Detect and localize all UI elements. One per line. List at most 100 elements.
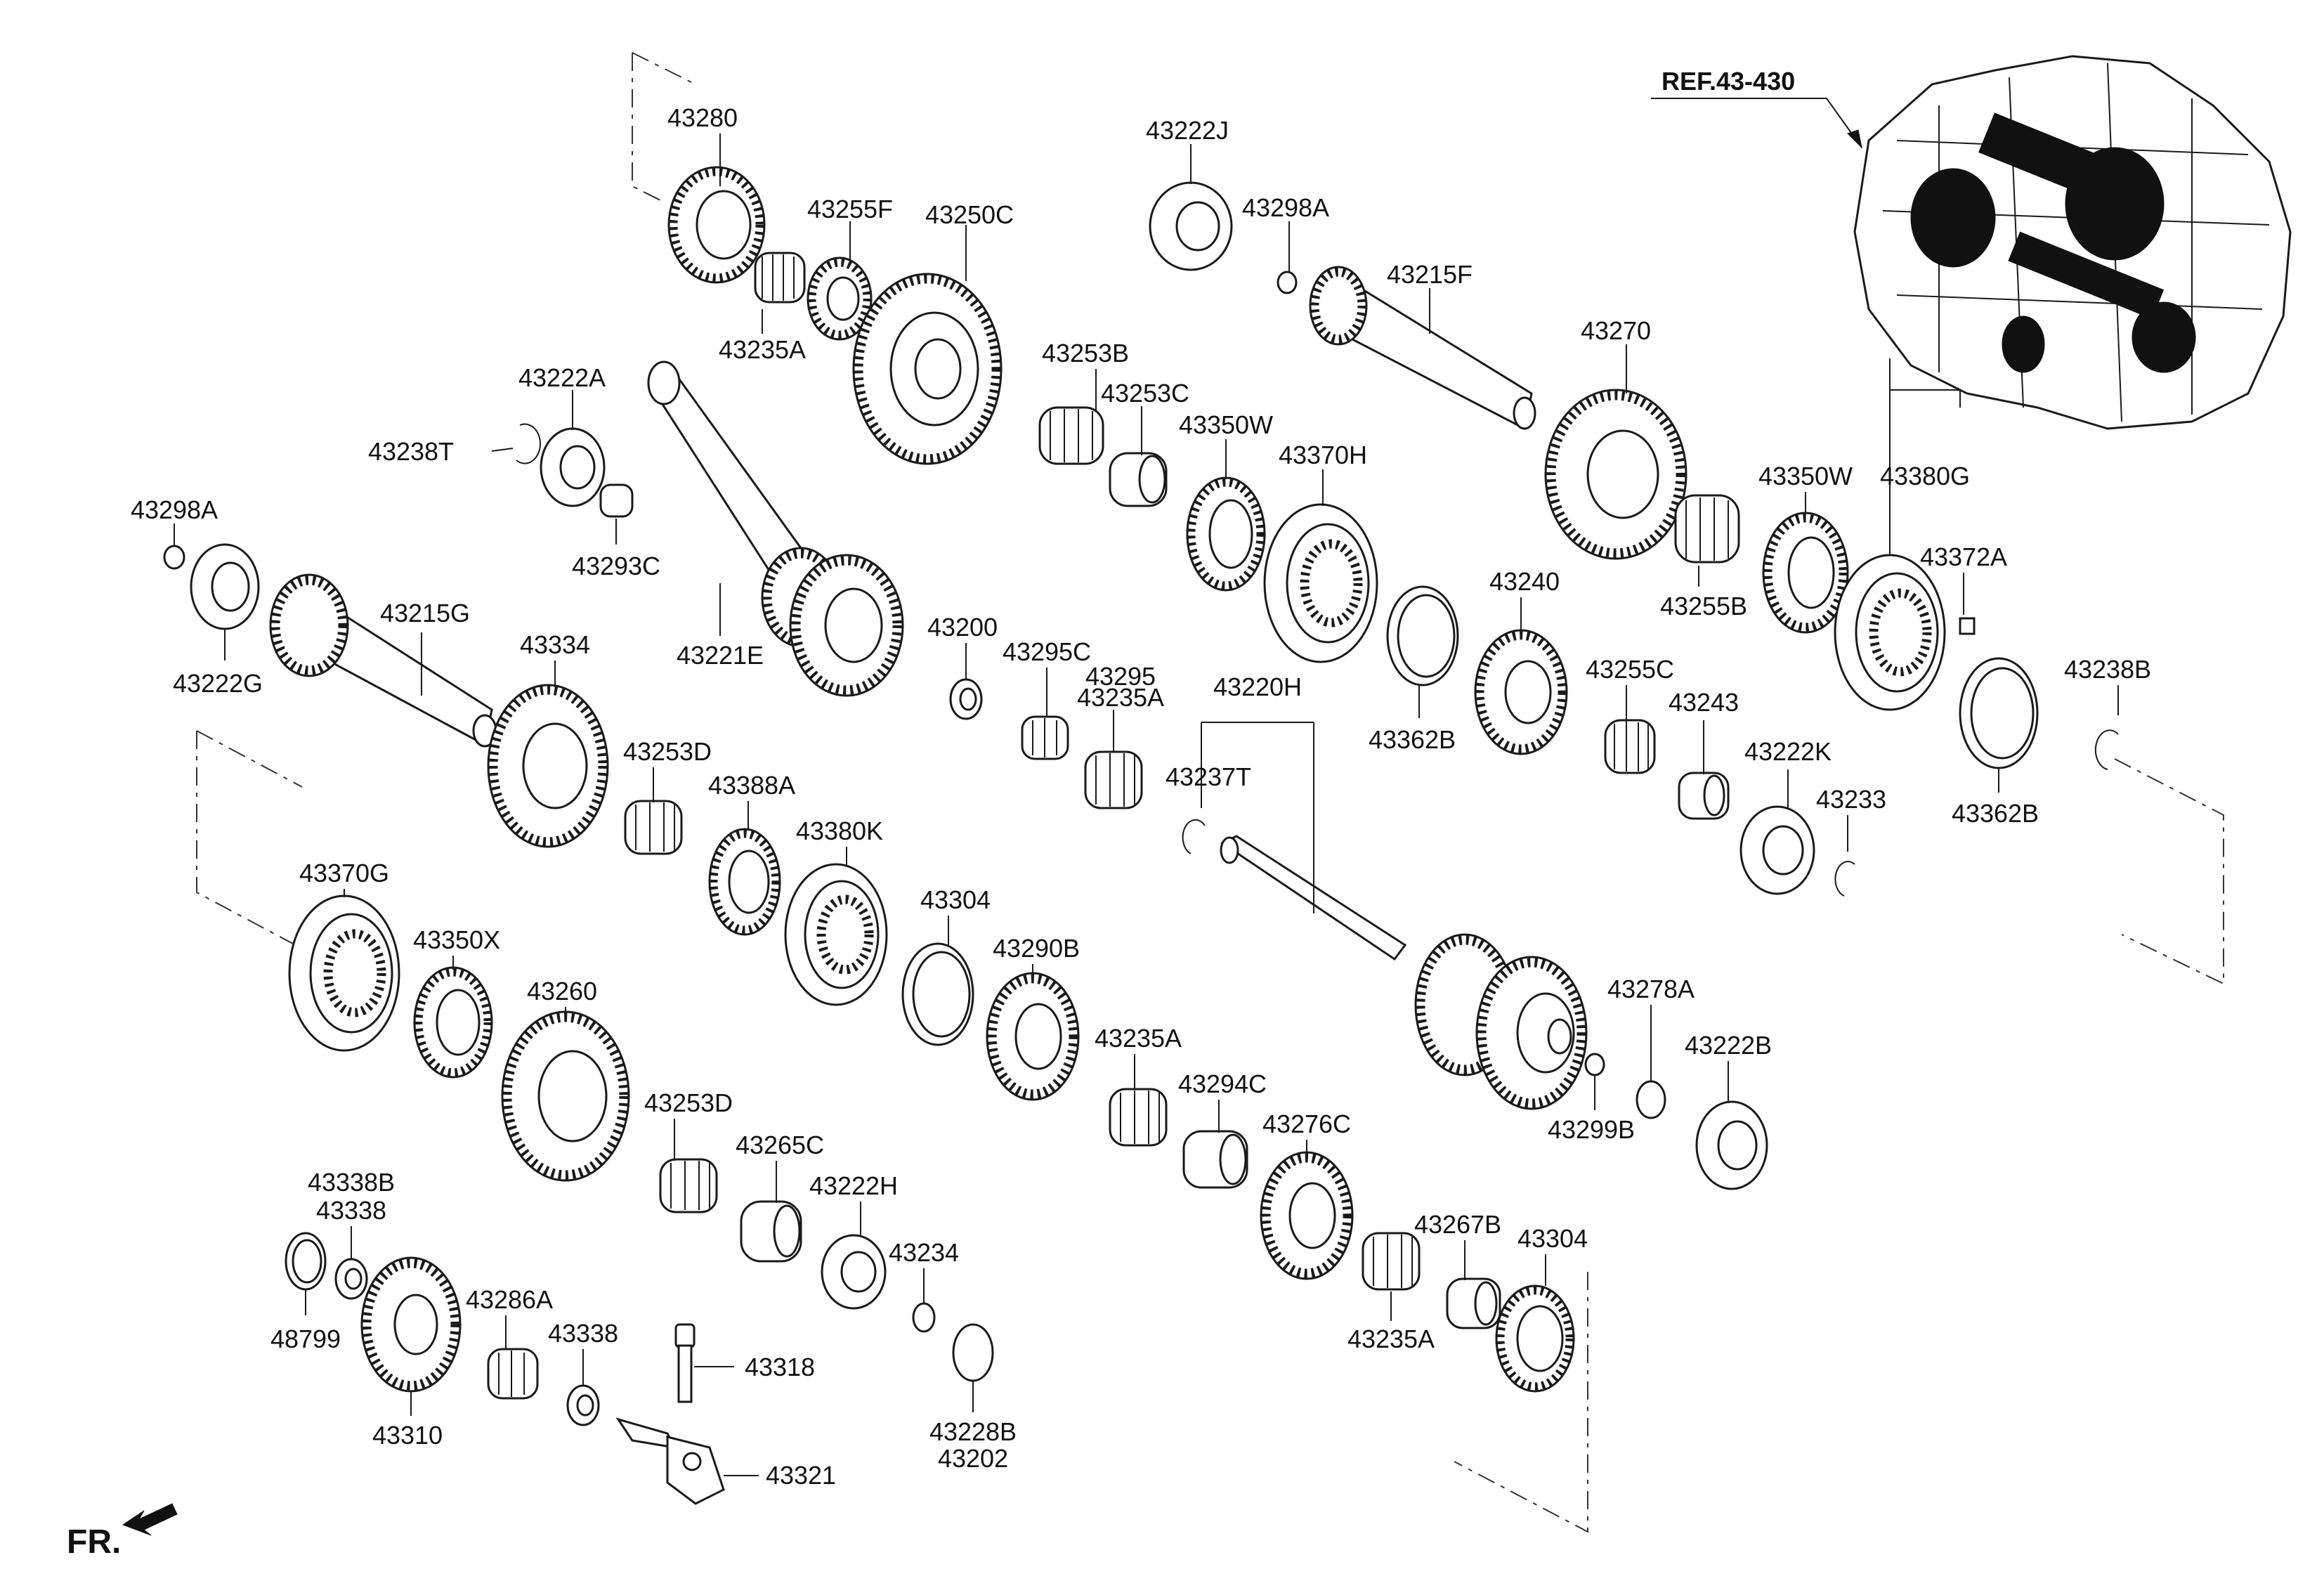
part-labels: 43280 43255F 43250C 43235A 43222J 43298A… xyxy=(131,103,2151,1490)
part-43243-bushing xyxy=(1678,772,1730,820)
front-direction-arrow-icon xyxy=(122,1503,178,1536)
label-43299B: 43299B xyxy=(1548,1115,1635,1144)
label-43338-top: 43338 xyxy=(316,1196,386,1225)
part-43294C-bushing xyxy=(1182,1130,1248,1189)
part-43293C-bearing xyxy=(599,483,634,518)
part-43338-seal-low xyxy=(566,1384,600,1426)
label-43253C: 43253C xyxy=(1101,379,1189,408)
label-43234: 43234 xyxy=(889,1238,959,1267)
label-43334: 43334 xyxy=(520,630,590,659)
label-43221E: 43221E xyxy=(677,641,764,670)
label-43255F: 43255F xyxy=(807,195,893,223)
label-43338-low: 43338 xyxy=(548,1319,618,1348)
front-direction-label: FR. xyxy=(67,1523,121,1561)
part-43253D-bearing-low xyxy=(659,1158,718,1213)
label-43278A: 43278A xyxy=(1607,975,1695,1003)
label-43215F: 43215F xyxy=(1387,260,1473,289)
label-43270: 43270 xyxy=(1581,316,1651,345)
part-48799-o-ring xyxy=(285,1232,327,1291)
label-43304-mid: 43304 xyxy=(920,885,991,914)
part-43388A-ring xyxy=(708,828,781,936)
label-43304-low: 43304 xyxy=(1517,1224,1588,1253)
part-43350W-synchro-ring-mid xyxy=(1186,476,1266,592)
part-43276C-gear xyxy=(1260,1151,1354,1280)
part-43265C-bushing xyxy=(740,1200,802,1263)
ref-leader-line xyxy=(1651,98,1862,148)
label-43222A: 43222A xyxy=(518,363,606,392)
part-43253B-bearing xyxy=(1038,406,1104,465)
label-43250C: 43250C xyxy=(925,200,1014,229)
part-43235A-bearing-low xyxy=(1109,1088,1168,1147)
part-43200-seal xyxy=(949,678,983,720)
label-43370G: 43370G xyxy=(299,859,389,887)
label-43260: 43260 xyxy=(527,977,597,1005)
part-43278A-ring xyxy=(1636,1080,1666,1119)
label-43295C: 43295C xyxy=(1003,637,1091,666)
part-43310-gear xyxy=(360,1256,462,1393)
label-43200: 43200 xyxy=(927,613,998,642)
label-43222B: 43222B xyxy=(1685,1031,1772,1060)
part-43228B-ring xyxy=(952,1323,994,1382)
part-43250C-gear xyxy=(852,273,1003,465)
ref-label: REF.43-430 xyxy=(1662,67,1795,96)
label-43235A-bottom: 43235A xyxy=(1347,1325,1435,1353)
label-43298A-left: 43298A xyxy=(131,495,218,524)
part-43235A-bearing-top xyxy=(754,252,806,304)
part-43255C-bearing xyxy=(1604,719,1656,774)
label-43321: 43321 xyxy=(766,1461,836,1490)
part-43222J-bearing xyxy=(1149,181,1233,271)
part-43338-seal-top xyxy=(334,1258,368,1300)
part-43380G-sleeve xyxy=(1834,554,1946,711)
label-43293C: 43293C xyxy=(572,552,660,580)
part-43233-snap-ring xyxy=(1834,861,1855,897)
label-43286A: 43286A xyxy=(466,1285,553,1314)
dashed-outlines xyxy=(196,52,2224,1533)
label-43237T: 43237T xyxy=(1166,762,1251,791)
part-43267B-bushing xyxy=(1446,1277,1501,1329)
part-43235A-bearing-bottom xyxy=(1362,1232,1421,1291)
part-43253D-bearing-top xyxy=(624,800,683,855)
label-43243: 43243 xyxy=(1669,688,1739,717)
label-43235A-low: 43235A xyxy=(1095,1024,1182,1053)
label-43222G: 43222G xyxy=(173,669,263,698)
label-43222J: 43222J xyxy=(1146,116,1229,145)
label-43267B: 43267B xyxy=(1414,1210,1501,1239)
label-48799: 48799 xyxy=(270,1325,341,1353)
label-43298A-top: 43298A xyxy=(1242,193,1329,222)
label-43350X: 43350X xyxy=(413,925,500,954)
part-43222H-bearing xyxy=(821,1234,887,1310)
part-43286A-bearing xyxy=(487,1348,539,1400)
label-43280: 43280 xyxy=(667,103,738,132)
label-43215G: 43215G xyxy=(380,599,470,627)
label-43310: 43310 xyxy=(372,1421,443,1450)
label-43388A: 43388A xyxy=(708,771,795,800)
label-43372A: 43372A xyxy=(1920,542,2007,571)
label-43253B: 43253B xyxy=(1042,339,1129,367)
label-43240: 43240 xyxy=(1489,567,1560,596)
part-43270-gear xyxy=(1544,389,1687,560)
part-43215G-shaft xyxy=(269,573,497,748)
part-43321-housing xyxy=(615,1417,725,1505)
label-43228B: 43228B xyxy=(929,1417,1017,1446)
part-43350X-ring xyxy=(413,966,493,1079)
label-43276C: 43276C xyxy=(1262,1109,1351,1138)
transmission-housing-reference xyxy=(1853,55,2292,430)
label-43338B: 43338B xyxy=(308,1168,395,1197)
label-43238T: 43238T xyxy=(368,437,454,466)
label-43235A-top: 43235A xyxy=(719,335,806,364)
part-43362B-ring-mid xyxy=(1386,585,1459,686)
part-43237T-snap-ring xyxy=(1182,819,1206,854)
part-43221E-shaft xyxy=(647,360,904,697)
part-43222B-bearing xyxy=(1695,1100,1768,1190)
part-43318-bolt xyxy=(674,1323,696,1403)
part-43304-ring-mid xyxy=(901,942,974,1046)
label-43362B-right: 43362B xyxy=(1952,799,2039,828)
part-43235A-bearing-mid xyxy=(1084,750,1143,809)
label-43290B: 43290B xyxy=(993,934,1080,963)
housing-gear-lower-shape xyxy=(2132,301,2196,373)
part-43255B-bearing xyxy=(1674,494,1740,564)
part-43280-gear xyxy=(667,166,766,284)
label-43238B: 43238B xyxy=(2064,655,2151,684)
part-43370G-sleeve xyxy=(288,894,400,1052)
